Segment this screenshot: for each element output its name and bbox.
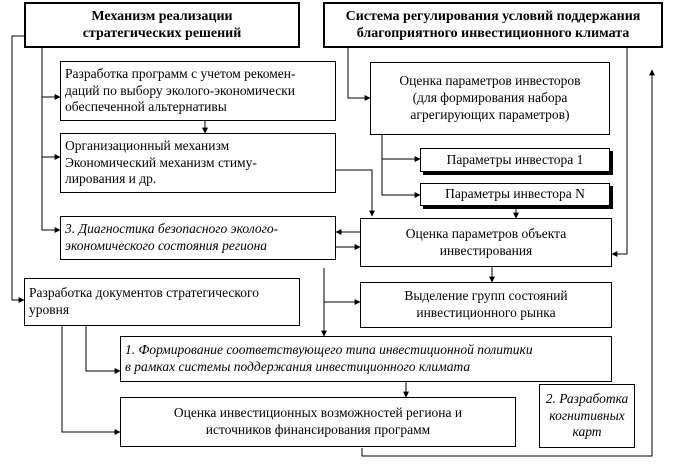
connector-feedback-loop <box>361 69 655 457</box>
investor-1-label: Параметры инвестора 1 <box>446 151 584 167</box>
box-diagnostics: 3. Диагностика безопасного эколого- экон… <box>60 216 336 260</box>
connector-docs-capability <box>61 326 121 435</box>
program-development-label: Разработка программ с учетом рекомен- да… <box>65 65 296 115</box>
connector-right-object <box>611 48 628 257</box>
cognitive-maps-label: 2. Разработка когнитивных карт <box>545 390 629 440</box>
connector-diagnostics-market <box>323 268 361 305</box>
investor-n-label: Параметры инвестора N <box>445 186 585 202</box>
box-market-groups: Выделение групп состояний инвестиционног… <box>360 282 612 328</box>
header-mechanism-label: Механизм реализации стратегических решен… <box>82 8 242 42</box>
box-capability-evaluation: Оценка инвестиционных возможностей регио… <box>120 397 516 447</box>
header-mechanism: Механизм реализации стратегических решен… <box>24 2 300 48</box>
box-program-development: Разработка программ с учетом рекомен- да… <box>60 61 336 121</box>
header-regulation-label: Система регулирования условий поддержани… <box>345 8 641 42</box>
object-parameters-label: Оценка параметров объекта инвестирования <box>405 225 567 258</box>
box-cognitive-maps: 2. Разработка когнитивных карт <box>539 384 635 448</box>
connector-org-object <box>336 169 375 217</box>
box-investor-parameters: Оценка параметров инвесторов (для формир… <box>370 62 610 135</box>
connector-docs-policy <box>85 326 121 374</box>
connector-investor-branch <box>381 135 421 198</box>
investor-parameters-label: Оценка параметров инвесторов (для формир… <box>399 73 581 122</box>
connector-inner-left <box>41 48 61 233</box>
header-regulation-system: Система регулирования условий поддержани… <box>323 2 663 48</box>
box-organizational-mechanism: Организационный механизм Экономический м… <box>60 133 336 193</box>
connector-backbone-left <box>11 35 25 303</box>
box-investor-1: Параметры инвестора 1 <box>420 148 610 172</box>
strategic-documents-label: Разработка документов стратегического ур… <box>29 285 259 317</box>
box-investor-n: Параметры инвестора N <box>420 183 610 206</box>
organizational-mechanism-label: Организационный механизм Экономический м… <box>65 137 257 187</box>
box-strategic-documents: Разработка документов стратегического ур… <box>24 278 300 326</box>
diagnostics-label: 3. Диагностика безопасного эколого- экон… <box>65 221 279 253</box>
connector-header-investor <box>347 46 371 101</box>
capability-evaluation-label: Оценка инвестиционных возможностей регио… <box>173 405 463 437</box>
market-groups-label: Выделение групп состояний инвестиционног… <box>404 288 568 320</box>
policy-formation-label: 1. Формирование соответствующего типа ин… <box>125 342 533 374</box>
box-object-parameters: Оценка параметров объекта инвестирования <box>360 218 612 267</box>
box-policy-formation: 1. Формирование соответствующего типа ин… <box>120 336 612 382</box>
